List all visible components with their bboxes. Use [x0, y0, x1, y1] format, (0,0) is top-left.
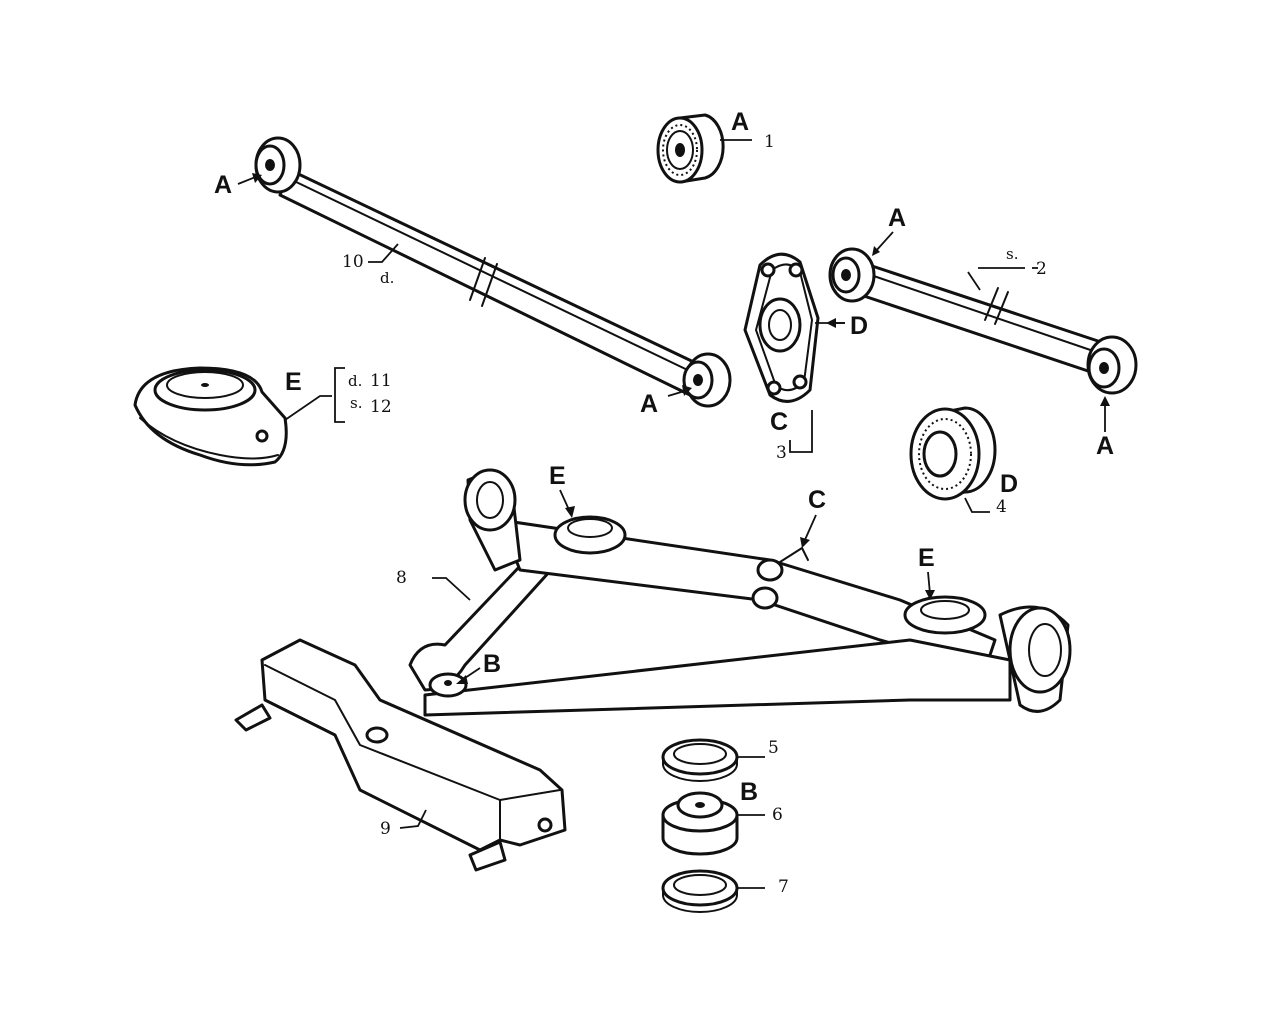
part-number-4: 4: [996, 497, 1007, 517]
part-number-12: 12: [370, 397, 392, 417]
mounting-bracket: [743, 252, 820, 403]
part-number-9: 9: [380, 819, 391, 839]
part-number-3: 3: [776, 443, 787, 463]
side-left-mount: s.: [350, 394, 362, 412]
washer-upper: [661, 738, 739, 782]
label-e-arm-right: E: [918, 544, 935, 572]
label-c-arm: C: [808, 486, 826, 514]
side-right-rod: d.: [380, 269, 394, 287]
label-a-rod-right-lower: A: [640, 390, 658, 418]
letter-labels: A A A A A D C D E E C E B B: [214, 108, 1114, 806]
label-c-bracket: C: [770, 408, 788, 436]
label-b-arm: B: [483, 650, 501, 678]
part-numbers: 1 10 d. s. 2 3 4 d. 11 s. 12 8 9 5 6 7: [342, 132, 1047, 897]
part-number-1: 1: [764, 132, 775, 152]
label-a-rod-right-upper: A: [214, 171, 232, 199]
part-number-7: 7: [778, 877, 789, 897]
label-d-bracket: D: [850, 312, 868, 340]
arrows: [237, 173, 1110, 684]
part-number-6: 6: [772, 805, 783, 825]
control-rod-left: [828, 247, 1138, 395]
part-number-10: 10: [342, 252, 364, 272]
spring-mount-e: [133, 366, 288, 467]
label-a-rod-left-lower: A: [1096, 432, 1114, 460]
washer-lower: [661, 869, 739, 913]
crossmember: [234, 638, 567, 872]
bushing-d: [909, 406, 997, 501]
bushing-a: [656, 113, 725, 184]
label-a-rod-left-upper: A: [888, 204, 906, 232]
control-rod-right: [254, 136, 732, 408]
label-d-bushing: D: [1000, 470, 1018, 498]
part-number-8: 8: [396, 568, 407, 588]
side-left-rod: s.: [1006, 245, 1018, 263]
bushing-b: [661, 791, 739, 856]
label-b-bushing: B: [740, 778, 758, 806]
part-number-11: 11: [370, 371, 392, 391]
label-a-bushing: A: [731, 108, 749, 136]
part-number-2: 2: [1036, 259, 1047, 279]
side-right-mount: d.: [348, 372, 362, 390]
part-number-5: 5: [768, 738, 779, 758]
label-e-mount: E: [285, 368, 302, 396]
label-e-arm-left: E: [549, 462, 566, 490]
a-frame-arm: [408, 468, 1072, 717]
